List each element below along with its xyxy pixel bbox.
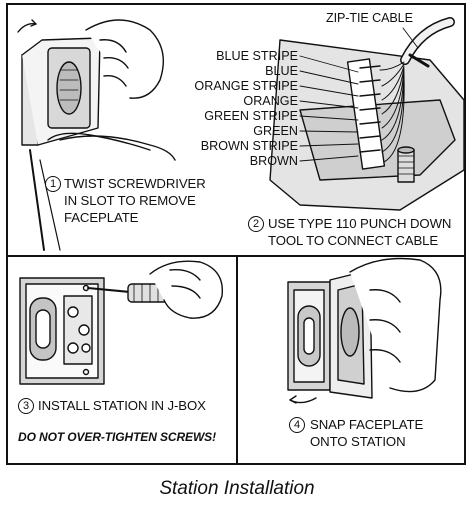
wire-label-brown: BROWN <box>249 154 298 168</box>
wire-label-blue-stripe: BLUE STRIPE <box>216 49 298 63</box>
step-4-line-2: ONTO STATION <box>310 434 406 449</box>
step-1-line-3: FACEPLATE <box>64 210 139 225</box>
step-4-line-1: SNAP FACEPLATE <box>310 417 424 432</box>
wire-label-blue: BLUE <box>265 64 298 78</box>
step-2-line-2: TOOL TO CONNECT CABLE <box>268 233 439 248</box>
step-4-number: 4 <box>289 417 305 433</box>
step-3-line-1: INSTALL STATION IN J-BOX <box>38 398 206 413</box>
wire-leader-lines <box>299 27 419 162</box>
panel3-jbox-illustration <box>19 260 224 385</box>
step-2-line-1: USE TYPE 110 PUNCH DOWN <box>268 216 452 231</box>
step-2-number: 2 <box>248 216 264 232</box>
diagram-frame <box>6 3 466 465</box>
warning-text: DO NOT OVER-TIGHTEN SCREWS! <box>18 430 216 444</box>
step-3-number: 3 <box>18 398 34 414</box>
wire-label-green-stripe: GREEN STRIPE <box>204 109 298 123</box>
zip-tie-cable-label: ZIP-TIE CABLE <box>326 11 413 25</box>
step-1-line-2: IN SLOT TO REMOVE <box>64 193 196 208</box>
wire-label-orange-stripe: ORANGE STRIPE <box>194 79 298 93</box>
step-1-number: 1 <box>45 176 61 192</box>
step-1-line-1: TWIST SCREWDRIVER <box>64 176 206 191</box>
wire-label-orange: ORANGE <box>243 94 298 108</box>
panel-divider-vertical <box>236 257 238 463</box>
panel1-faceplate-illustration <box>17 19 176 251</box>
panel-divider-horizontal <box>6 255 466 257</box>
wire-label-green: GREEN <box>253 124 298 138</box>
wire-label-brown-stripe: BROWN STRIPE <box>200 139 298 153</box>
figure-caption: Station Installation <box>159 478 315 499</box>
panel2-punchdown-illustration <box>269 17 465 211</box>
panel4-faceplate-illustration <box>287 257 442 404</box>
